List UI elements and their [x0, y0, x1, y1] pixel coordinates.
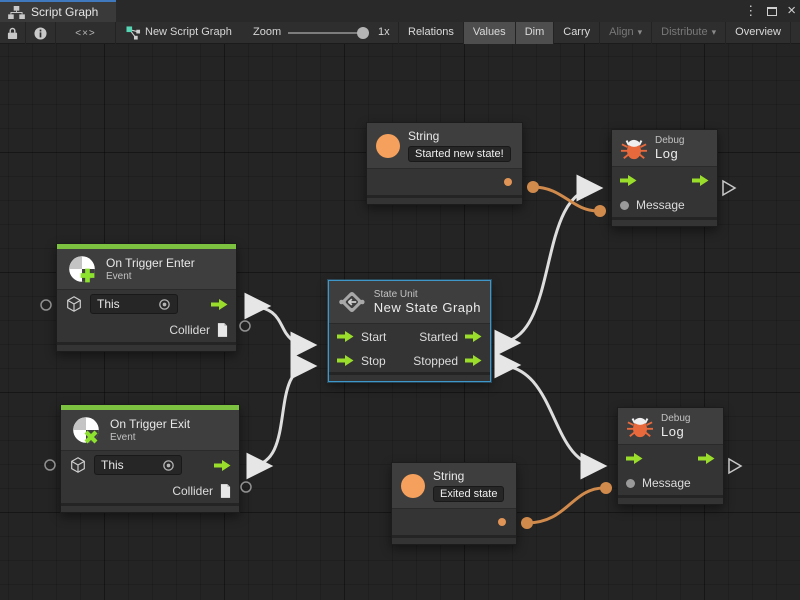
stop-port-label: Stop: [361, 353, 386, 368]
flow-output-port[interactable]: [692, 174, 709, 186]
collider-port-label: Collider: [169, 323, 210, 337]
event-header-bar: [61, 405, 239, 410]
bug-icon: [621, 139, 647, 160]
align-dropdown[interactable]: Align▾: [599, 22, 651, 44]
started-output-port[interactable]: [465, 331, 482, 342]
node-debug-log-top[interactable]: Debug Log Message: [611, 129, 718, 227]
code-view-icon: <×>: [75, 27, 96, 39]
info-button[interactable]: [26, 22, 56, 44]
lock-icon: [7, 27, 18, 39]
dim-button[interactable]: Dim: [514, 22, 554, 44]
carry-button[interactable]: Carry: [553, 22, 599, 44]
menu-icon[interactable]: ⋮: [744, 3, 758, 18]
node-category: Debug: [655, 135, 685, 146]
script-graph-icon: [8, 5, 25, 19]
gameobject-icon: [67, 296, 81, 312]
flow-output-port[interactable]: [214, 459, 231, 471]
zoom-slider-handle[interactable]: [357, 27, 369, 39]
flow-input-port[interactable]: [620, 174, 637, 186]
node-state-unit[interactable]: State Unit New State Graph Start Started…: [328, 280, 491, 382]
string-literal-icon: [401, 473, 425, 498]
flow-output-port[interactable]: [698, 452, 715, 464]
string-output-port[interactable]: [504, 178, 512, 186]
node-title: String: [408, 129, 440, 143]
node-on-trigger-enter[interactable]: On Trigger Enter Event This Collider: [56, 243, 237, 352]
tab-script-graph[interactable]: Script Graph: [0, 0, 116, 22]
code-view-toggle[interactable]: <×>: [56, 22, 116, 44]
node-subtitle: Event: [106, 271, 132, 282]
distribute-dropdown[interactable]: Distribute▾: [651, 22, 725, 44]
file-icon[interactable]: [217, 323, 228, 337]
message-input-port[interactable]: [626, 478, 635, 488]
target-picker-icon[interactable]: [158, 298, 171, 311]
overview-button[interactable]: Overview: [725, 22, 790, 44]
target-label: This: [97, 297, 120, 311]
chevron-down-icon: ▾: [711, 27, 717, 37]
node-string-exited[interactable]: String Exited state: [391, 462, 517, 545]
start-port-label: Start: [361, 329, 387, 344]
graph-toolbar: <×> New Script Graph Zoom 1x Relations V…: [0, 22, 800, 44]
chevron-down-icon: ▾: [637, 27, 643, 37]
target-label: This: [101, 458, 124, 472]
event-header-bar: [57, 244, 236, 249]
values-button[interactable]: Values: [462, 22, 515, 44]
flow-input-port[interactable]: [626, 452, 643, 464]
started-port-label: Started: [419, 329, 458, 344]
string-value-field[interactable]: Exited state: [433, 486, 505, 502]
bug-icon: [627, 417, 653, 438]
distribute-label: Distribute: [661, 26, 708, 38]
gameobject-icon: [71, 457, 85, 473]
node-title: String: [433, 469, 465, 483]
relations-button[interactable]: Relations: [398, 22, 463, 44]
zoom-value: 1x: [378, 26, 390, 38]
target-self-field[interactable]: This: [94, 455, 182, 475]
node-category: Debug: [661, 413, 691, 424]
node-string-started[interactable]: String Started new state!: [366, 122, 523, 205]
node-title: Log: [661, 424, 685, 439]
message-input-port[interactable]: [620, 200, 629, 210]
lock-button[interactable]: [0, 22, 26, 44]
maximize-icon[interactable]: [767, 6, 778, 16]
node-category: State Unit: [373, 289, 418, 300]
x-icon: [84, 430, 98, 444]
graph-asset-icon: [126, 26, 141, 40]
string-output-port[interactable]: [498, 518, 506, 526]
state-unit-icon: [339, 292, 365, 312]
node-title: New State Graph: [373, 300, 481, 315]
target-self-field[interactable]: This: [90, 294, 178, 314]
node-subtitle: Event: [110, 432, 136, 443]
flow-output-port[interactable]: [211, 298, 228, 310]
align-label: Align: [609, 26, 634, 38]
fullscreen-button[interactable]: Full Scr: [789, 22, 800, 44]
message-port-label: Message: [636, 198, 685, 212]
node-on-trigger-exit[interactable]: On Trigger Exit Event This Collider: [60, 404, 240, 513]
message-port-label: Message: [642, 476, 691, 490]
stop-input-port[interactable]: [337, 355, 354, 366]
toolbar-toggles: Relations Values Dim Carry Align▾ Distri…: [398, 22, 800, 44]
zoom-label: Zoom: [253, 26, 282, 38]
target-picker-icon[interactable]: [162, 459, 175, 472]
title-bar: Script Graph ⋮ ×: [0, 0, 800, 22]
stopped-output-port[interactable]: [465, 355, 482, 366]
info-icon: [34, 26, 47, 40]
node-title: Log: [655, 146, 679, 161]
string-literal-icon: [376, 133, 400, 158]
close-icon[interactable]: ×: [787, 2, 796, 19]
node-title: On Trigger Exit: [110, 417, 191, 431]
start-input-port[interactable]: [337, 331, 354, 342]
zoom-slider[interactable]: [288, 32, 368, 34]
collider-port-label: Collider: [172, 484, 213, 498]
node-title: On Trigger Enter: [106, 256, 195, 270]
string-value-field[interactable]: Started new state!: [408, 146, 511, 162]
plus-icon: [80, 268, 95, 283]
graph-name-label: New Script Graph: [145, 26, 232, 38]
file-icon[interactable]: [220, 484, 231, 498]
stopped-port-label: Stopped: [413, 353, 458, 368]
tab-title: Script Graph: [31, 5, 99, 19]
node-debug-log-bottom[interactable]: Debug Log Message: [617, 407, 724, 505]
